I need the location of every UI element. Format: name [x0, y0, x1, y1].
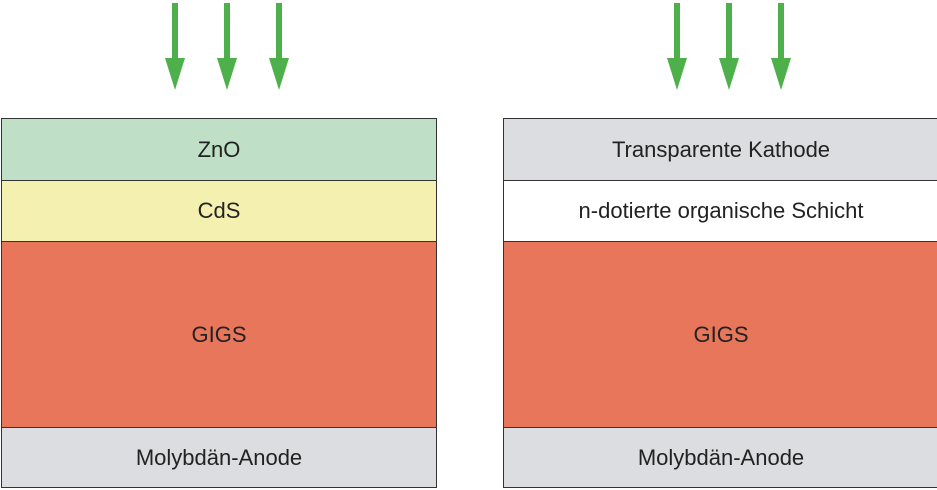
- arrow-head: [719, 58, 739, 90]
- arrow-shaft: [778, 3, 784, 61]
- incident-light-arrows-right: [662, 0, 802, 95]
- layer-cds: CdS: [2, 181, 436, 242]
- layer-label: Molybdän-Anode: [135, 444, 303, 470]
- arrow-head: [667, 58, 687, 90]
- arrow-head: [217, 58, 237, 90]
- arrow-shaft: [224, 3, 230, 61]
- arrow-head: [269, 58, 289, 90]
- layer-label: n-dotierte organische Schicht: [578, 198, 864, 223]
- incident-light-arrows-left: [160, 0, 300, 95]
- arrow-shaft: [172, 3, 178, 61]
- arrow-head: [771, 58, 791, 90]
- layer-transparent-cathode: Transparente Kathode: [504, 119, 937, 181]
- layer-label: ZnO: [197, 136, 241, 162]
- hybrid-cell-stack: Transparente Kathode n-dotierte organisc…: [503, 118, 937, 488]
- arrow-shaft: [276, 3, 282, 61]
- layer-gigs: GIGS: [2, 242, 436, 428]
- layer-zno: ZnO: [2, 119, 436, 181]
- layer-label: CdS: [197, 198, 241, 223]
- cigs-cell-stack: ZnO CdS GIGS Molybdän-Anode: [1, 118, 437, 488]
- layer-gigs: GIGS: [504, 242, 937, 428]
- layer-label: Transparente Kathode: [611, 136, 831, 162]
- layer-molybdenum-anode: Molybdän-Anode: [2, 428, 436, 487]
- arrow-head: [165, 58, 185, 90]
- layer-n-doped-organic: n-dotierte organische Schicht: [504, 181, 937, 242]
- layer-label: Molybdän-Anode: [637, 444, 805, 470]
- arrow-shaft: [726, 3, 732, 61]
- layer-label: GIGS: [191, 321, 247, 347]
- arrow-shaft: [674, 3, 680, 61]
- layer-label: GIGS: [693, 321, 749, 347]
- layer-molybdenum-anode: Molybdän-Anode: [504, 428, 937, 487]
